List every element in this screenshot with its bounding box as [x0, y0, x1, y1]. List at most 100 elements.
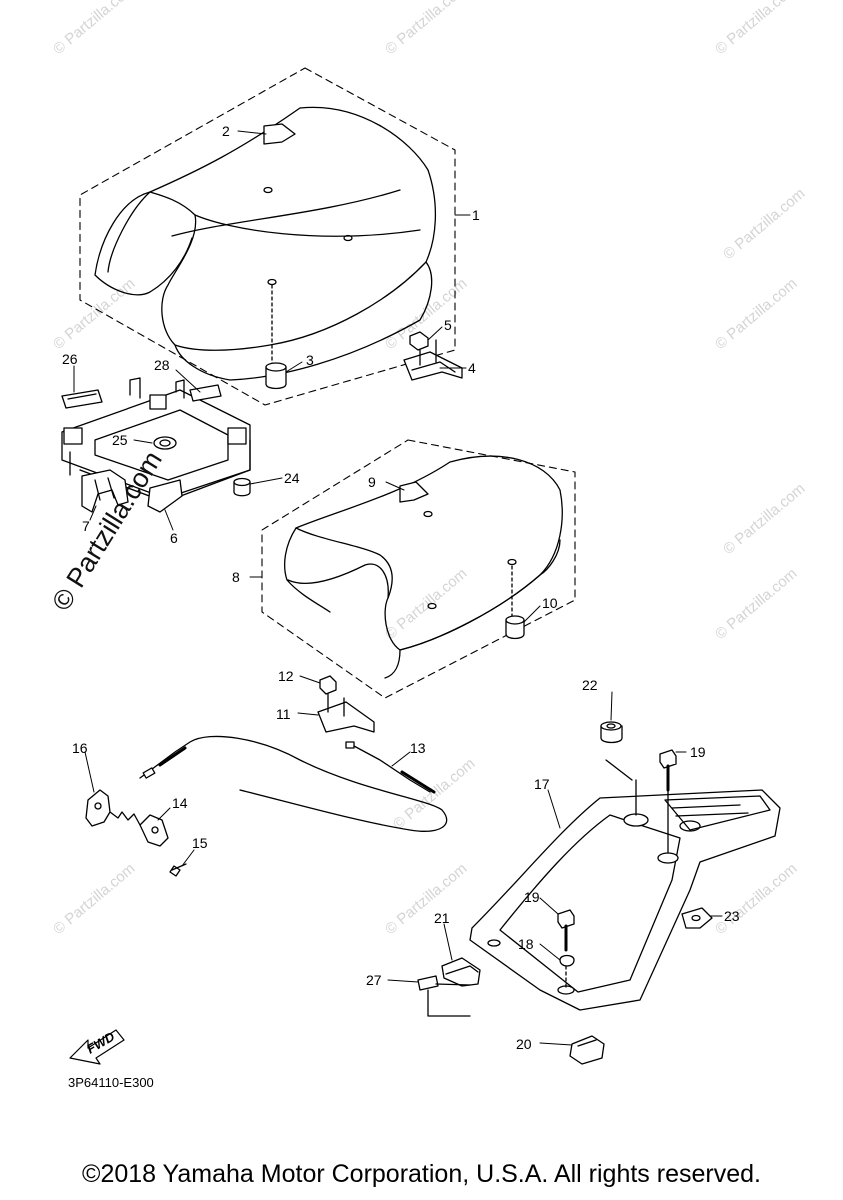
- callout-25: 25: [112, 432, 128, 448]
- grab-bar-slots: [664, 795, 771, 831]
- callout-9: 9: [368, 474, 376, 490]
- hook-7-detail: [94, 477, 115, 501]
- callout-2: 2: [222, 123, 230, 139]
- seat-base-group: [61, 377, 251, 513]
- copyright-notice: ©2018 Yamaha Motor Corporation, U.S.A. A…: [82, 1160, 761, 1188]
- bracket-4-detail: [411, 361, 456, 373]
- bracket-4-group: [403, 331, 463, 381]
- bolt-19-lower: [557, 909, 575, 929]
- callout-7: 7: [82, 518, 90, 534]
- grab-bar-mount-hole: [623, 813, 649, 827]
- lock-lever-group: [85, 789, 187, 877]
- callout-26: 26: [62, 351, 78, 367]
- front-seat-dashed-frame: [79, 67, 456, 406]
- seat-base-boss: [227, 427, 247, 445]
- cover-20: [569, 1035, 605, 1065]
- front-seat-damper-top: [265, 362, 287, 372]
- spring: [109, 811, 141, 826]
- callout-17: 17: [534, 776, 550, 792]
- dash-leader: [605, 759, 633, 781]
- callout-1: 1: [472, 207, 480, 223]
- seat-base-inner: [94, 409, 229, 481]
- callout-10: 10: [542, 595, 558, 611]
- rear-seat-side: [384, 539, 561, 679]
- front-seat-rear-panel: [194, 214, 421, 237]
- nut-12: [319, 675, 337, 695]
- rear-seat-hole: [423, 510, 433, 518]
- cover-20-detail: [577, 1039, 597, 1047]
- callout-19: 19: [524, 889, 540, 905]
- callout-18: 18: [518, 936, 534, 952]
- plate-6: [147, 479, 183, 513]
- washer-18: [559, 954, 575, 967]
- callout-13: 13: [410, 740, 426, 756]
- small-parts-group: [417, 721, 713, 1065]
- front-seat-front-lip: [94, 191, 193, 296]
- bolt-19-upper: [659, 749, 677, 769]
- bracket-4: [403, 351, 463, 381]
- callout-5: 5: [444, 317, 452, 333]
- cable-13: [353, 745, 431, 793]
- callout-15: 15: [192, 835, 208, 851]
- release-cable: [139, 735, 448, 832]
- label-26-line: [67, 393, 97, 400]
- front-seat-group: [79, 67, 456, 406]
- lever-14-hole: [151, 826, 159, 834]
- front-seat-hole: [343, 234, 353, 242]
- callout-12: 12: [278, 668, 294, 684]
- front-seat-top-ridge: [171, 189, 401, 237]
- lever-16-hole: [94, 802, 102, 810]
- rear-seat-damper-top: [505, 615, 525, 625]
- grab-bar-mount-hole: [679, 820, 701, 832]
- callout-27: 27: [366, 972, 382, 988]
- damper-22-top: [600, 721, 622, 731]
- rear-grab-bar-group: [469, 769, 781, 1011]
- cable-13-sleeve: [400, 770, 436, 794]
- front-seat-label-patch: [263, 123, 296, 145]
- seat-base-hooks: [129, 377, 185, 399]
- grab-bar-mount-hole: [487, 939, 501, 947]
- callout-11: 11: [276, 706, 291, 722]
- rear-seat-dashed-frame: [261, 439, 576, 699]
- front-seat-side: [174, 261, 433, 381]
- rear-seat-label-patch: [399, 481, 429, 503]
- diagram-code: 3P64110-E300: [68, 1075, 154, 1090]
- seat-base-boss: [63, 427, 83, 445]
- callout-22: 22: [582, 677, 598, 693]
- callout-4: 4: [468, 360, 476, 376]
- rear-seat-damper-10: [505, 619, 525, 640]
- callout-24: 24: [284, 470, 300, 486]
- callout-19: 19: [690, 744, 706, 760]
- front-seat-outline: [149, 106, 437, 351]
- callout-8: 8: [232, 569, 240, 585]
- release-cable-sleeve: [158, 746, 187, 767]
- cable-13-end: [345, 741, 355, 749]
- release-cable-end: [142, 767, 156, 779]
- grommet-25-hole: [159, 439, 171, 447]
- cover-21-detail: [445, 965, 479, 975]
- plate-23-hole: [691, 914, 701, 922]
- front-seat-hole: [263, 186, 273, 194]
- plate-23: [681, 907, 713, 929]
- label-28: [189, 384, 222, 402]
- label-27-leader: [427, 983, 471, 1017]
- rear-seat-hole: [507, 558, 517, 566]
- grab-bar-mount-hole: [657, 852, 679, 864]
- nut-5: [409, 331, 429, 351]
- rear-seat-front-lip: [284, 527, 389, 613]
- callout-23: 23: [724, 908, 740, 924]
- rear-seat-hole: [427, 602, 437, 610]
- fwd-arrow-icon: FWD: [69, 1029, 125, 1065]
- bracket-11-group: [317, 675, 436, 794]
- callout-20: 20: [516, 1036, 532, 1052]
- rear-seat-group: [261, 439, 576, 699]
- callout-14: 14: [172, 795, 188, 811]
- grab-bar-outline: [469, 789, 781, 1011]
- seat-base-boss: [149, 394, 167, 410]
- cover-21: [441, 957, 481, 987]
- grommet-25: [153, 436, 177, 450]
- callout-3: 3: [306, 352, 314, 368]
- callout-6: 6: [170, 530, 178, 546]
- leader-lines: [73, 130, 723, 1046]
